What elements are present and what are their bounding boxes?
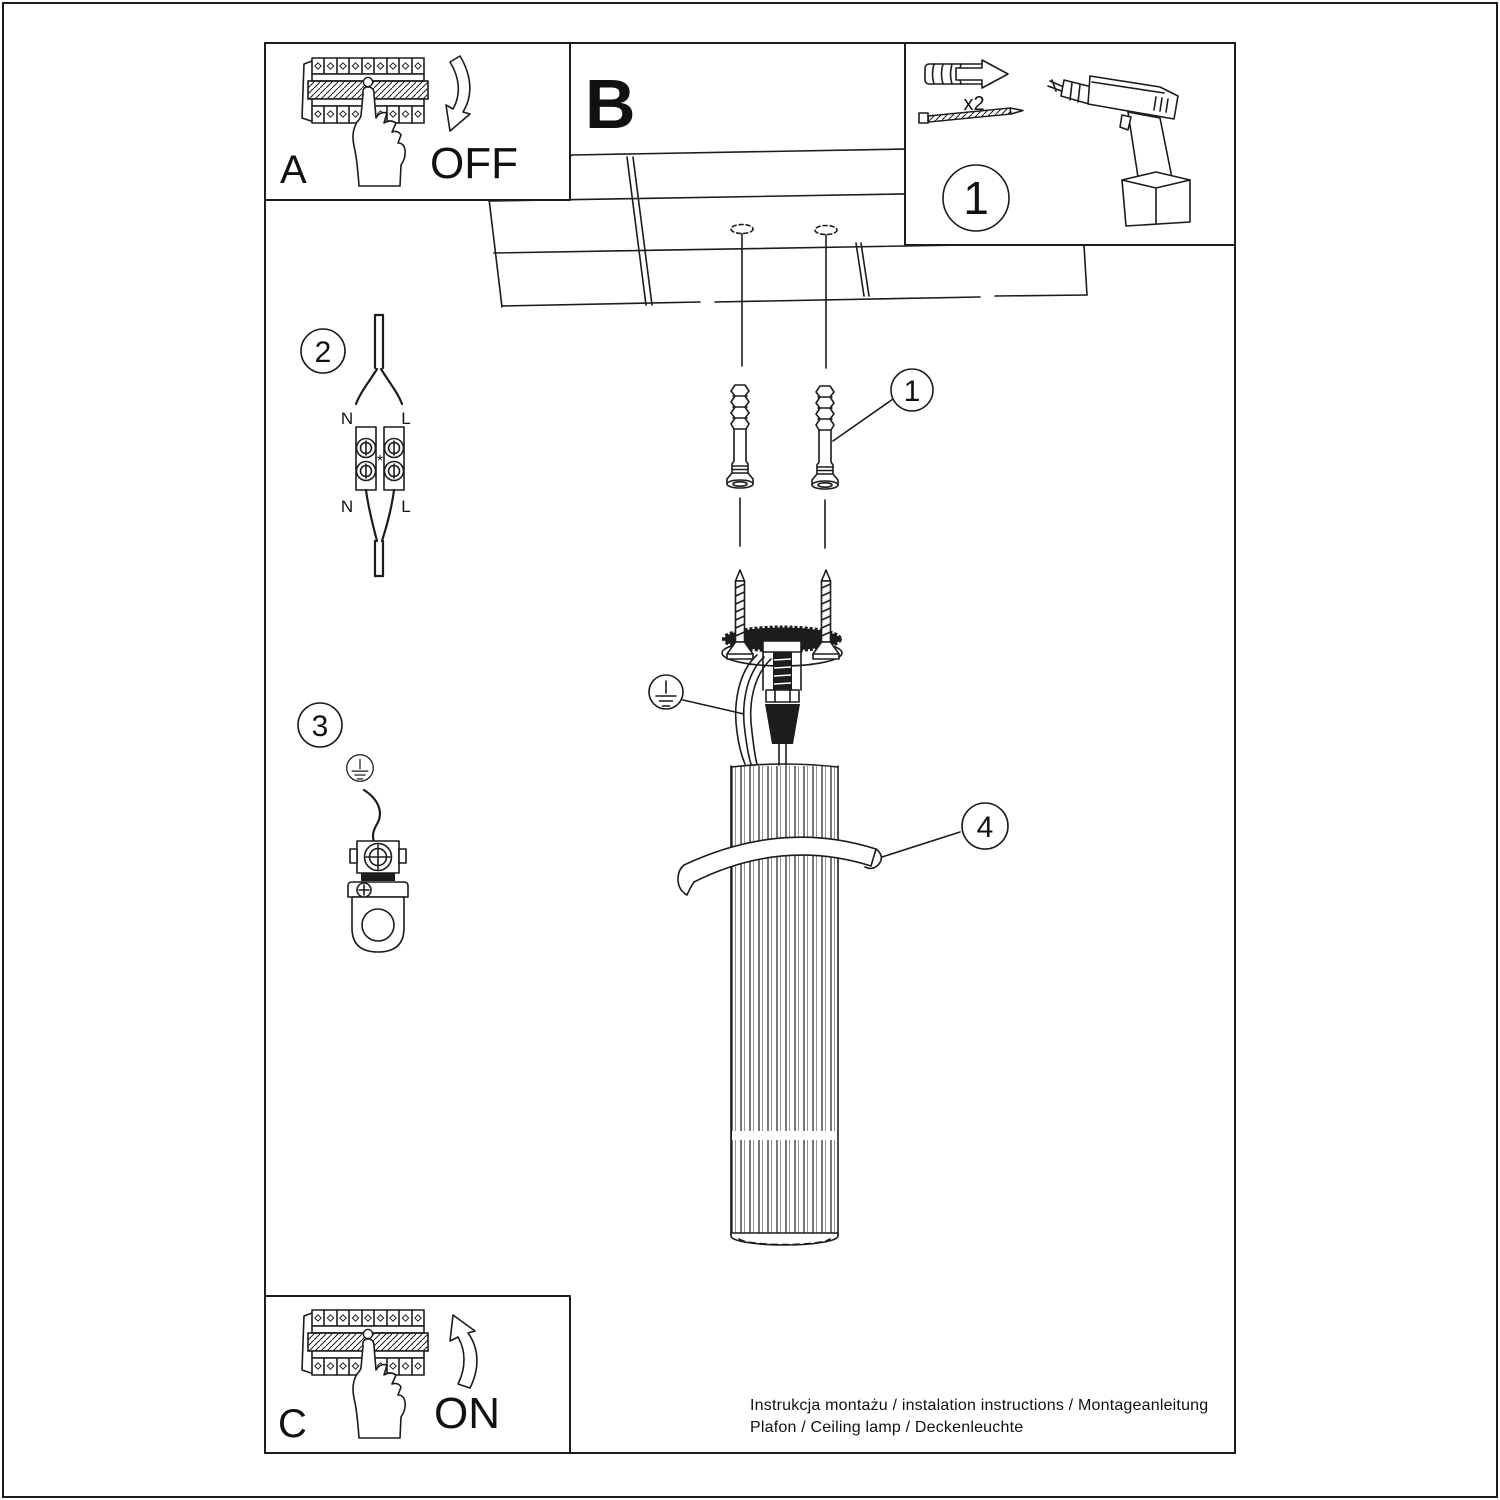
mounting-hole-left [730,223,754,235]
l-label-bottom: L [401,497,410,516]
ceiling-illustration [488,145,1088,369]
n-label-top: N [341,409,353,428]
tools-step-number: 1 [963,172,989,224]
spring-ring [677,836,877,896]
ground-wire [362,788,381,844]
label-off: OFF [430,139,518,188]
label-a: A [280,148,307,192]
mounting-hole-right [814,224,838,236]
wall-plug-icon [924,59,1009,89]
callout2-circle [300,328,346,374]
callout4-circle [961,802,1009,850]
wire-connector-group: 2 N L * N L [300,313,411,578]
label-c: C [278,1402,307,1446]
callout3-circle [297,702,343,748]
earth-symbol-canopy [648,674,684,710]
step-c-power-on-box: C ON [264,1295,571,1454]
tools-step-circle [942,164,1010,232]
on-arrow-icon [449,1314,478,1389]
n-label-bottom: N [341,497,353,516]
footer-line1: Instrukcja montażu / instalation instruc… [750,1397,1208,1414]
label-on: ON [434,1389,500,1438]
footer: Instrukcja montażu / instalation instruc… [750,1397,1208,1436]
drill-icon [1047,75,1191,227]
off-arrow-icon [445,55,471,132]
callout2-number: 2 [315,336,332,369]
ground-bracket [347,881,409,953]
step-a-power-off-box: A OFF [264,42,571,201]
callout1-circle [890,368,934,412]
earthing-group: 3 [297,702,409,953]
lamp-socket [762,640,802,766]
canopy-assembly [648,569,843,766]
terminal-screws [355,437,405,482]
tube-bottom-rim [730,1232,839,1246]
l-label-top: L [401,409,410,428]
spring-ring-group: 4 [677,802,1009,896]
callout1-leader [832,398,894,442]
tools-box: x2 1 [904,42,1236,246]
earth-symbol-icon [346,754,374,782]
connector-mark: * [377,453,383,470]
footer-line2: Plafon / Ceiling lamp / Deckenleuchte [750,1419,1023,1436]
callout4-leader [881,831,961,858]
earth-leader [682,699,745,715]
anchors-group: 1 [726,368,934,549]
lamp-tube [730,763,839,1246]
content-frame [264,42,1236,1454]
ground-terminal [349,840,407,881]
callout4-number: 4 [977,811,994,844]
quantity-label: x2 [963,93,984,115]
canopy-wires [734,654,772,765]
callout1-number: 1 [904,375,921,408]
callout3-number: 3 [312,710,329,743]
section-letter-b: B [585,65,636,143]
screw-icon [918,107,1024,124]
